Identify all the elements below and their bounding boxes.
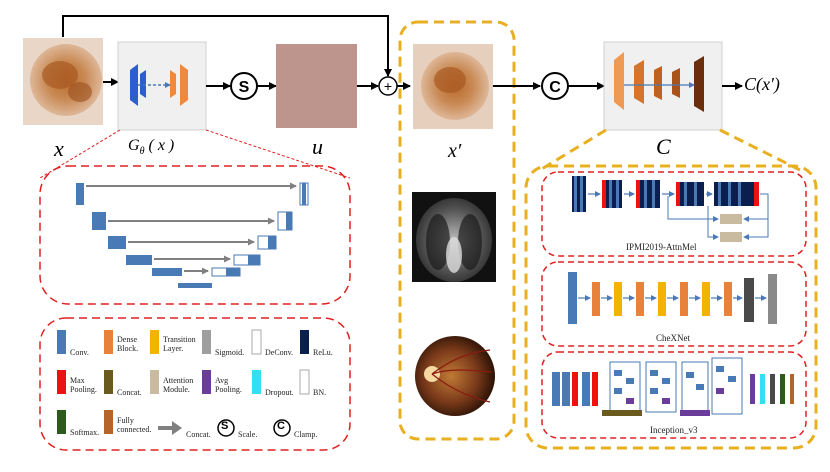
legend-label-bn: BN. bbox=[313, 388, 327, 397]
clamp-symbol: C bbox=[549, 79, 561, 96]
scale-symbol: S bbox=[239, 79, 250, 96]
legend-label-attention: Attention Module. bbox=[163, 376, 194, 394]
plus-symbol: + bbox=[384, 78, 392, 94]
chexnet-panel bbox=[541, 261, 807, 347]
output-label: C(x′) bbox=[744, 74, 780, 94]
chest-xray-image bbox=[412, 192, 496, 282]
generator-label-sub: θ bbox=[139, 146, 145, 158]
legend-label-relu: ReLu. bbox=[313, 348, 333, 357]
bypass-arrow bbox=[62, 15, 392, 77]
legend-label-conv: Conv. bbox=[70, 348, 89, 357]
network-name-attnmel: IPMI2019-AttnMel bbox=[626, 242, 697, 252]
legend-label-concat-arrow: Concat. bbox=[186, 430, 211, 439]
legend-label-softmax: Softmax. bbox=[70, 428, 100, 437]
generator-unet-panel bbox=[39, 165, 351, 305]
legend-clamp-symbol: C bbox=[277, 420, 285, 432]
legend-scale-symbol: S bbox=[221, 420, 229, 432]
adversarial-samples-panel bbox=[398, 20, 516, 441]
legend-label-fully-connected: Fully connected. bbox=[117, 416, 152, 434]
fundus-retina-image bbox=[415, 336, 495, 416]
input-x-label: x bbox=[54, 136, 64, 161]
network-name-chexnet: CheXNet bbox=[656, 333, 690, 343]
inception-panel bbox=[541, 351, 807, 439]
legend-label-dropout: Dropout. bbox=[265, 388, 294, 397]
legend-label-transition: Transition Layer. bbox=[163, 335, 196, 353]
classifier-box bbox=[603, 41, 723, 131]
legend-label-dense-block: Dense Block. bbox=[117, 335, 139, 353]
input-image-x bbox=[23, 38, 103, 125]
legend-label-clamp: Clamp. bbox=[294, 430, 318, 439]
legend-label-deconv: DeConv. bbox=[265, 348, 294, 357]
legend-label-scale: Scale. bbox=[238, 430, 258, 439]
legend-panel bbox=[39, 317, 351, 451]
adversarial-image-xprime bbox=[413, 44, 493, 129]
attnmel-diagram bbox=[572, 176, 769, 242]
network-name-inception: Inception_v3 bbox=[650, 425, 698, 435]
generator-label: Gθ ( x ) bbox=[128, 137, 174, 157]
perturbation-u-label: u bbox=[312, 134, 323, 159]
unet-diagram bbox=[76, 182, 309, 288]
inception-diagram bbox=[552, 357, 794, 416]
legend-label-sigmoid: Sigmoid. bbox=[215, 348, 245, 357]
generator-label-g: G bbox=[128, 137, 140, 154]
classifier-label: C bbox=[656, 134, 671, 159]
legend-label-concat: Concat. bbox=[117, 388, 142, 397]
legend-clamp-icon bbox=[273, 419, 291, 437]
chexnet-diagram bbox=[568, 272, 777, 324]
legend-swatches bbox=[57, 329, 310, 437]
legend-label-max-pooling: Max Pooling. bbox=[70, 376, 97, 394]
attnmel-panel bbox=[541, 171, 807, 257]
xprime-label: x′ bbox=[448, 140, 462, 162]
generator-label-arg: ( x ) bbox=[148, 137, 175, 154]
classifier-models-panel bbox=[524, 164, 818, 450]
legend-label-avg-pooling: Avg Pooling. bbox=[215, 376, 242, 394]
perturbation-image-u bbox=[276, 44, 357, 128]
legend-scale-icon bbox=[217, 419, 235, 437]
generator-box bbox=[117, 41, 207, 131]
gray-arrow-icon bbox=[158, 421, 182, 435]
